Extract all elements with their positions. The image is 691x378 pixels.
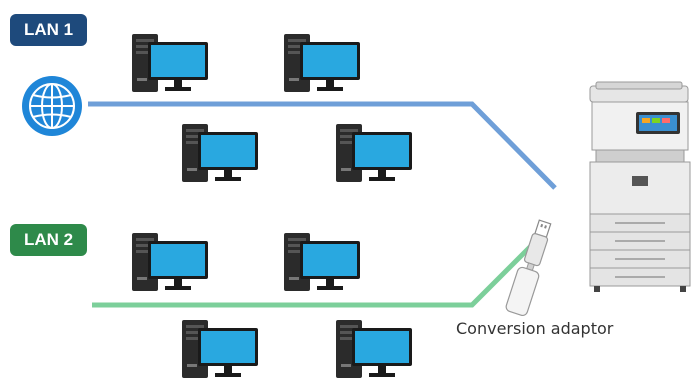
desktop-computer-icon [182,124,258,182]
lan1-computer-3 [182,124,258,182]
desktop-computer-icon [132,34,208,92]
lan1-computer-1 [132,34,208,92]
lan2-computer-4 [336,320,412,378]
lan1-computer-4 [336,124,412,182]
lan2-computer-2 [284,233,360,291]
desktop-computer-icon [336,124,412,182]
desktop-computer-icon [284,233,360,291]
lan1-label: LAN 1 [10,14,88,46]
lan2-line [92,235,542,308]
lan2-label: LAN 2 [10,224,88,256]
lan2-computer-1 [132,233,208,291]
lan1-computer-2 [284,34,360,92]
lan1-line [88,101,557,190]
lan2-computer-3 [182,320,258,378]
desktop-computer-icon [284,34,360,92]
adaptor-caption: Conversion adaptor [456,319,614,338]
desktop-computer-icon [182,320,258,378]
desktop-computer-icon [336,320,412,378]
desktop-computer-icon [132,233,208,291]
